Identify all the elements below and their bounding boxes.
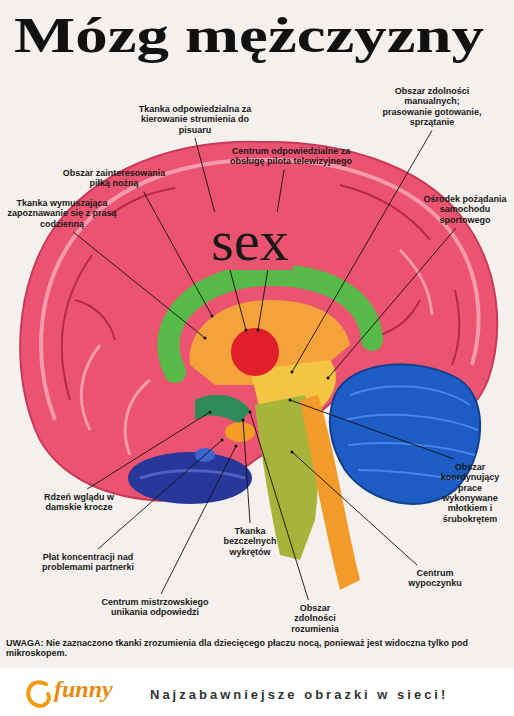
leader-dot: [209, 411, 212, 414]
leader-dot: [235, 445, 238, 448]
callout-label: Rdzeń wglądu w damskie krocze: [38, 492, 120, 513]
ground: [0, 0, 514, 668]
leader-dot: [249, 411, 252, 414]
callout-label: Tkanka wymuszająca zapoznawanie się z pr…: [6, 198, 118, 229]
leader-dot: [245, 329, 248, 332]
callout-label: Tkanka bezczelnych wykrętów: [222, 526, 278, 557]
callout-label: Centrum wypoczynku: [405, 568, 465, 589]
title: Mózg mężczyzny: [14, 10, 484, 60]
footer-bar: [0, 668, 514, 716]
leader-line: [292, 452, 417, 565]
callout-label: Centrum mistrzowskiego unikania odpowied…: [95, 597, 215, 618]
leader-line: [243, 420, 250, 523]
leader-dot: [257, 329, 260, 332]
temporal-lobe: [128, 452, 252, 504]
leader-dot: [211, 315, 214, 318]
slogan: Najzabawniejsze obrazki w sieci!: [150, 688, 510, 703]
region-word: sex: [207, 212, 292, 270]
leader-line: [290, 400, 454, 459]
leader-dot: [204, 337, 207, 340]
amygdala: [225, 422, 255, 442]
callout-label: Obszar zdolności manualnych; prasowanie …: [380, 86, 484, 127]
leader-dot: [327, 377, 330, 380]
callout-label: Centrum odpowiedzialne za obsługę pilota…: [222, 146, 360, 167]
cerebellum: [330, 364, 480, 504]
leader-dot: [291, 371, 294, 374]
footnote: UWAGA: Nie zaznaczono tkanki zrozumienia…: [6, 638, 508, 659]
leader-line: [292, 130, 432, 372]
callout-label: Tkanka odpowiedzialna za kierowanie stru…: [128, 104, 262, 135]
leader-dot: [291, 451, 294, 454]
leader-line: [161, 446, 236, 594]
logo-swirl: [28, 682, 49, 706]
callout-label: Obszar koordynujący prace wykonywane mło…: [430, 462, 510, 524]
pons-band: [300, 395, 360, 590]
leader-line: [87, 412, 210, 489]
hippocampus: [195, 395, 250, 425]
leader-line: [250, 412, 308, 600]
leader-dot: [221, 439, 224, 442]
gyrus-line: [140, 471, 245, 479]
leader-line: [98, 440, 222, 549]
leader-line: [328, 228, 456, 378]
leader-dot: [289, 399, 292, 402]
callout-label: Płat koncentracji nad problemami partner…: [38, 552, 138, 573]
logo-text: funny: [54, 676, 134, 704]
leader-dot: [242, 419, 245, 422]
callout-label: Obszar zdolności rozumienia: [282, 603, 348, 634]
callout-label: Obszar zainteresowania piłką nożną: [55, 168, 173, 189]
leader-line: [73, 232, 205, 338]
callout-label: Ośrodek pożądania samochodu sportowego: [420, 194, 510, 225]
thalamus: [231, 328, 279, 376]
